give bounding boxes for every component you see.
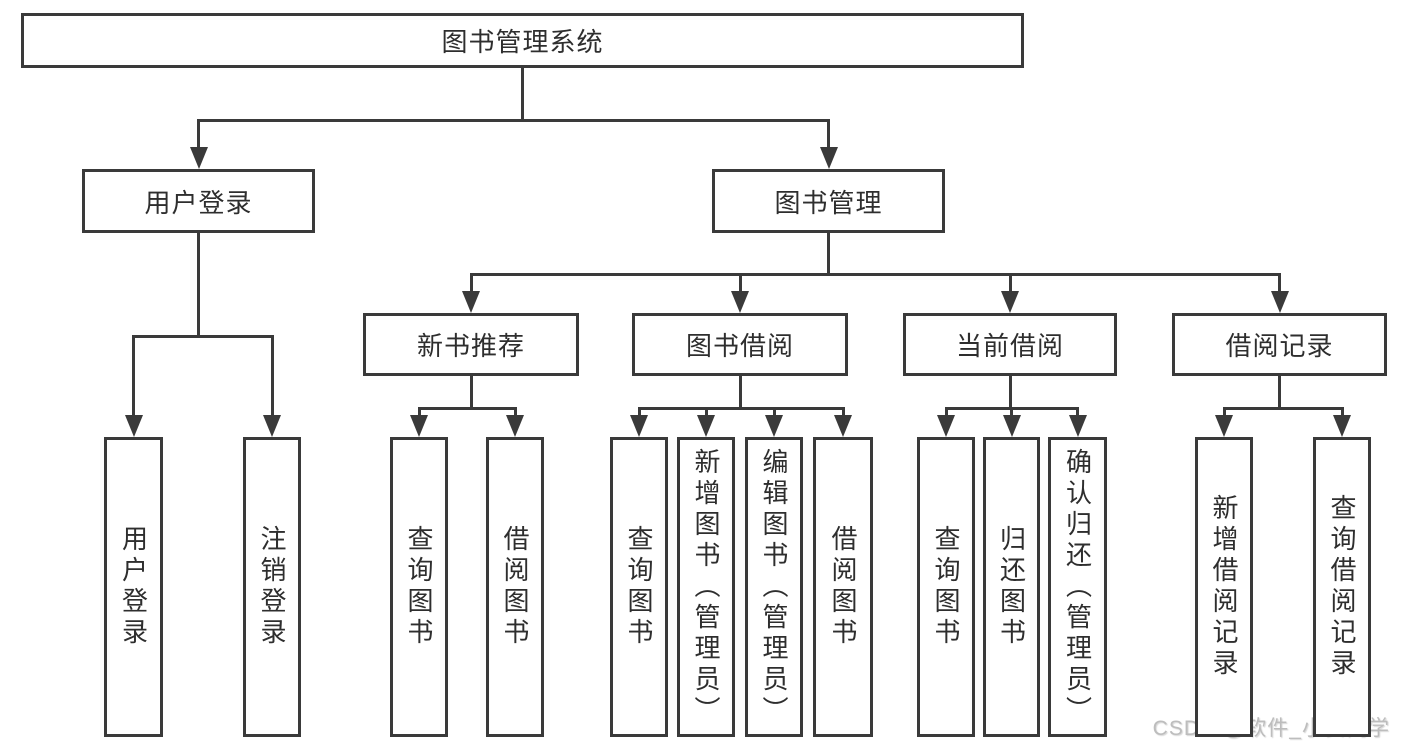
node-leaf-return-book: 归还图书 (983, 437, 1040, 737)
arrowhead-down-icon (1002, 415, 1021, 437)
connector-drop (1340, 407, 1344, 419)
connector-bar (1222, 407, 1344, 410)
node-leaf-query-borrow-rec: 查询借阅记录 (1313, 437, 1371, 737)
connector-drop (417, 407, 421, 419)
arrowhead-down-icon (410, 415, 428, 437)
connector-drop (704, 407, 708, 419)
node-leaf-user-login: 用户登录 (104, 437, 163, 737)
arrowhead-down-icon (189, 147, 208, 169)
connector-drop (1222, 407, 1226, 419)
connector-stub (1008, 376, 1012, 410)
node-book-borrow: 图书借阅 (632, 313, 848, 376)
node-user-login: 用户登录 (82, 169, 315, 233)
node-leaf-query-book-1: 查询图书 (390, 437, 448, 737)
arrowhead-down-icon (731, 291, 749, 313)
connector-drop (841, 407, 845, 419)
node-leaf-query-book-3: 查询图书 (917, 437, 975, 737)
node-book-mgmt: 图书管理 (712, 169, 945, 233)
connector-drop (469, 273, 473, 295)
connector-bar (637, 407, 845, 410)
connector-drop (197, 119, 200, 151)
connector-bar (417, 407, 517, 410)
connector-drop (637, 407, 641, 419)
arrowhead-down-icon (834, 415, 852, 437)
connector-drop (772, 407, 776, 419)
connector-bar (132, 335, 274, 338)
connector-drop (1278, 273, 1281, 295)
arrowhead-down-icon (1215, 415, 1233, 437)
node-leaf-edit-book: 编辑图书（管理员） (745, 437, 803, 737)
arrowhead-down-icon (462, 291, 480, 313)
arrowhead-down-icon (263, 415, 281, 437)
arrowhead-down-icon (1333, 415, 1351, 437)
arrowhead-down-icon (937, 415, 955, 437)
arrowhead-down-icon (630, 415, 648, 437)
connector-stub (521, 68, 524, 122)
connector-stub (1278, 376, 1281, 410)
node-leaf-confirm-return: 确认归还（管理员） (1048, 437, 1107, 737)
node-leaf-add-book: 新增图书（管理员） (677, 437, 735, 737)
node-leaf-query-book-2: 查询图书 (610, 437, 668, 737)
node-leaf-add-borrow-rec: 新增借阅记录 (1195, 437, 1253, 737)
node-root: 图书管理系统 (21, 13, 1024, 68)
connector-bar (197, 119, 830, 122)
connector-drop (513, 407, 517, 419)
arrowhead-down-icon (506, 415, 524, 437)
connector-stub (738, 376, 742, 410)
connector-drop (827, 119, 830, 151)
connector-drop (1008, 273, 1012, 295)
connector-stub (827, 233, 830, 276)
connector-drop (1076, 407, 1079, 419)
arrowhead-down-icon (1068, 415, 1087, 437)
node-new-book-rec: 新书推荐 (363, 313, 579, 376)
arrowhead-down-icon (124, 415, 143, 437)
node-leaf-borrow-book-2: 借阅图书 (813, 437, 873, 737)
node-current-borrow: 当前借阅 (903, 313, 1117, 376)
connector-drop (944, 407, 948, 419)
connector-stub (197, 233, 200, 338)
connector-drop (132, 335, 135, 419)
arrowhead-down-icon (819, 147, 838, 169)
connector-drop (738, 273, 742, 295)
arrowhead-down-icon (1270, 291, 1289, 313)
node-borrow-record: 借阅记录 (1172, 313, 1387, 376)
connector-bar (469, 273, 1281, 276)
arrowhead-down-icon (697, 415, 715, 437)
node-leaf-borrow-book-1: 借阅图书 (486, 437, 544, 737)
node-leaf-logout: 注销登录 (243, 437, 301, 737)
connector-drop (270, 335, 274, 419)
connector-stub (469, 376, 473, 410)
connector-drop (1010, 407, 1013, 419)
arrowhead-down-icon (765, 415, 783, 437)
arrowhead-down-icon (1001, 291, 1019, 313)
